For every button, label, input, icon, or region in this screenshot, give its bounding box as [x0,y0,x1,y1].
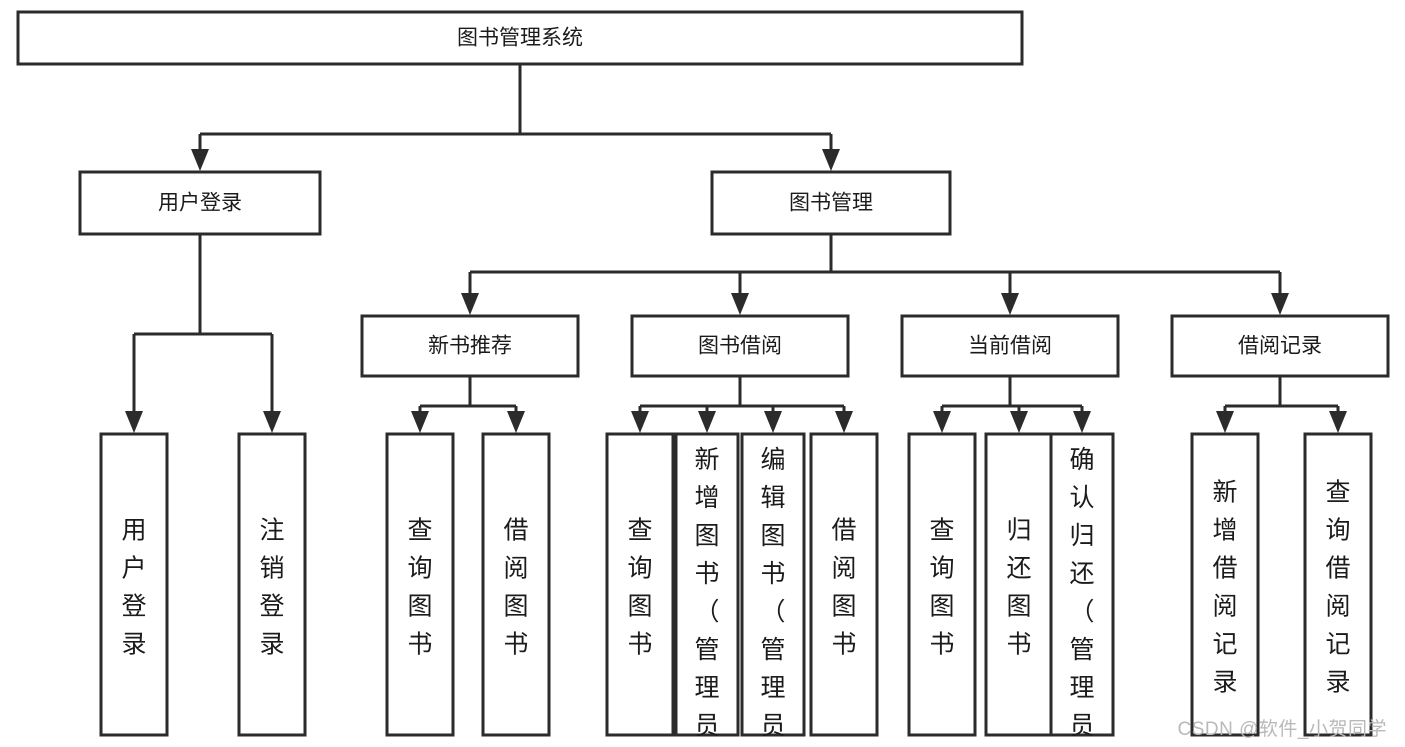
arrow-head [461,293,479,315]
node-new-book-rec[interactable]: 新书推荐 [360,314,580,378]
node-box-user-login[interactable] [78,170,322,236]
node-layer: 图书管理系统用户登录图书管理新书推荐图书借阅当前借阅借阅记录用户登录注销登录查询… [16,10,1390,747]
node-box-current-borrow[interactable] [900,314,1120,378]
arrow-head [191,149,209,171]
node-leaf-edit-book[interactable]: 编辑图书（管理员） [740,432,806,747]
arrow-head [125,411,143,433]
node-box-leaf-query-book-2[interactable] [605,432,675,737]
node-leaf-query-book-3[interactable]: 查询图书 [907,432,977,737]
node-label-leaf-query-book-1: 查询图书 [407,517,432,659]
node-leaf-user-login[interactable]: 用户登录 [99,432,169,737]
arrow-head [1271,293,1289,315]
node-leaf-user-logout[interactable]: 注销登录 [237,432,307,737]
arrow-head [411,411,429,433]
connector-conn-userlogin-bus [125,234,281,433]
arrow-head [835,411,853,433]
node-borrow-record[interactable]: 借阅记录 [1170,314,1390,378]
node-box-leaf-edit-book[interactable] [740,432,806,737]
node-label-leaf-edit-book: 编辑图书（管理员） [760,446,785,747]
arrow-head [822,149,840,171]
node-box-new-book-rec[interactable] [360,314,580,378]
node-label-book-borrow: 图书借阅 [698,335,782,358]
node-label-new-book-rec: 新书推荐 [428,335,512,358]
node-label-leaf-borrow-book-2: 借阅图书 [831,517,856,659]
node-box-leaf-user-login[interactable] [99,432,169,737]
node-label-leaf-query-book-3: 查询图书 [929,517,954,659]
connector-conn-newbookrec-bus [411,376,525,433]
node-box-leaf-add-record[interactable] [1190,432,1260,737]
node-leaf-borrow-book-2[interactable]: 借阅图书 [809,432,879,737]
arrow-head [263,411,281,433]
arrow-head [698,411,716,433]
node-label-borrow-record: 借阅记录 [1238,335,1322,358]
node-current-borrow[interactable]: 当前借阅 [900,314,1120,378]
node-label-current-borrow: 当前借阅 [968,335,1052,358]
node-leaf-add-record[interactable]: 新增借阅记录 [1190,432,1260,737]
node-leaf-confirm-return[interactable]: 确认归还（管理员） [1049,432,1115,747]
node-book-borrow[interactable]: 图书借阅 [630,314,850,378]
node-label-book-manage: 图书管理 [789,192,873,215]
node-label-leaf-user-logout: 注销登录 [259,517,284,659]
arrow-head [507,411,525,433]
node-box-leaf-add-book[interactable] [674,432,740,737]
node-label-leaf-query-book-2: 查询图书 [627,517,652,659]
connector-conn-currentborrow-bus [933,376,1091,433]
node-label-root: 图书管理系统 [457,27,583,50]
connector-layer [125,64,1347,433]
node-box-book-borrow[interactable] [630,314,850,378]
connector-conn-root-bus [191,64,840,171]
node-box-borrow-record[interactable] [1170,314,1390,378]
node-leaf-query-record[interactable]: 查询借阅记录 [1303,432,1373,737]
node-box-leaf-return-book[interactable] [984,432,1054,737]
node-label-leaf-user-login: 用户登录 [121,517,146,659]
arrow-head [731,293,749,315]
node-label-leaf-borrow-book-1: 借阅图书 [503,517,528,659]
node-box-book-manage[interactable] [710,170,952,236]
node-leaf-add-book[interactable]: 新增图书（管理员） [674,432,740,747]
node-label-user-login: 用户登录 [158,192,242,215]
node-book-manage[interactable]: 图书管理 [710,170,952,236]
node-box-leaf-query-book-3[interactable] [907,432,977,737]
node-box-leaf-borrow-book-2[interactable] [809,432,879,737]
node-label-leaf-return-book: 归还图书 [1006,517,1031,659]
node-leaf-query-book-2[interactable]: 查询图书 [605,432,675,737]
arrow-head [631,411,649,433]
arrow-head [933,411,951,433]
node-label-leaf-query-record: 查询借阅记录 [1325,479,1350,697]
node-label-leaf-confirm-return: 确认归还（管理员） [1069,446,1094,747]
node-root[interactable]: 图书管理系统 [16,10,1024,66]
node-leaf-query-book-1[interactable]: 查询图书 [385,432,455,737]
arrow-head [1329,411,1347,433]
arrow-head [1001,293,1019,315]
watermark-label: CSDN @软件_小贺同学 [1177,719,1387,740]
connector-conn-borrowrecord-bus [1216,376,1347,433]
arrow-head [1010,411,1028,433]
arrow-head [1073,411,1091,433]
connector-conn-bookborrow-bus [631,376,853,433]
node-box-leaf-borrow-book-1[interactable] [481,432,551,737]
node-box-leaf-query-record[interactable] [1303,432,1373,737]
node-box-leaf-query-book-1[interactable] [385,432,455,737]
node-leaf-borrow-book-1[interactable]: 借阅图书 [481,432,551,737]
node-leaf-return-book[interactable]: 归还图书 [984,432,1054,737]
node-label-leaf-add-book: 新增图书（管理员） [694,446,719,747]
arrow-head [1216,411,1234,433]
arrow-head [764,411,782,433]
connector-conn-bookmanage-bus [461,234,1289,315]
node-box-leaf-confirm-return[interactable] [1049,432,1115,737]
node-box-leaf-user-logout[interactable] [237,432,307,737]
node-user-login[interactable]: 用户登录 [78,170,322,236]
node-label-leaf-add-record: 新增借阅记录 [1212,479,1237,697]
node-box-root[interactable] [16,10,1024,66]
